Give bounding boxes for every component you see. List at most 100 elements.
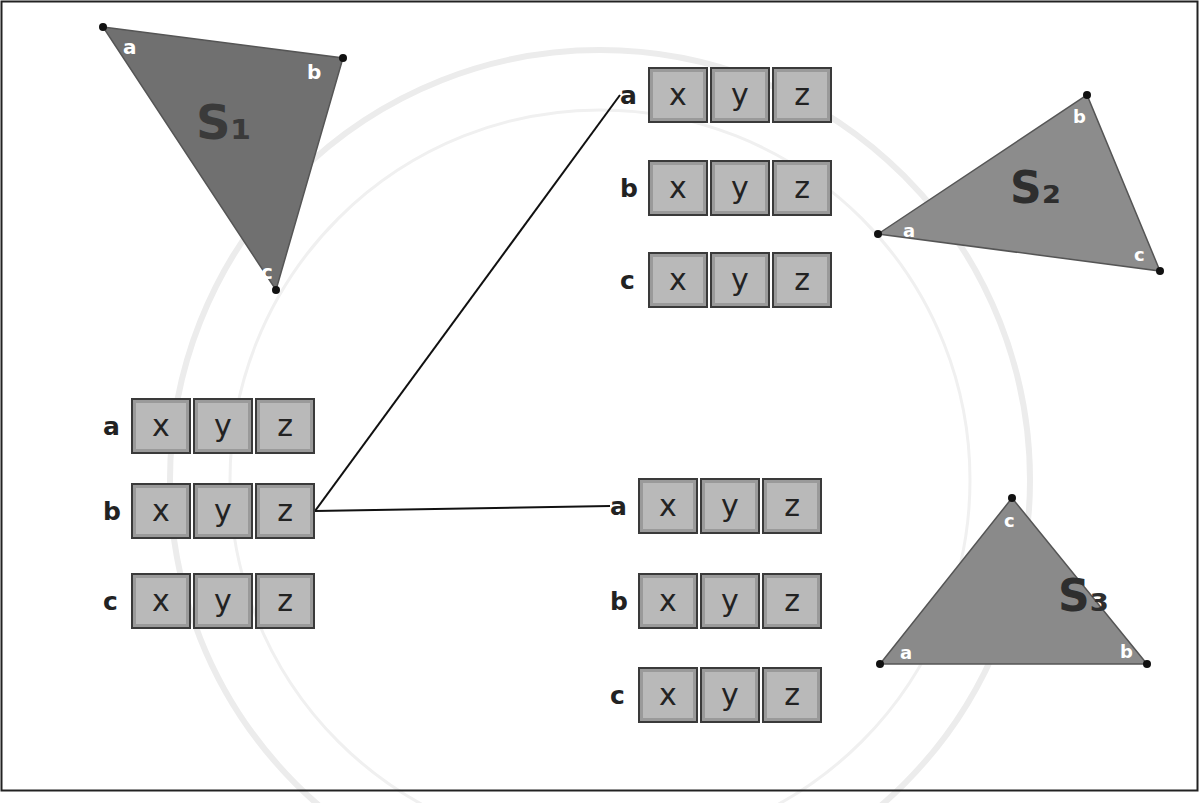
vertex-label: b xyxy=(1120,643,1133,661)
coordinate-cell: x xyxy=(648,67,708,123)
coordinate-letter: x xyxy=(669,80,687,110)
coordinate-letter: x xyxy=(659,491,677,521)
vertex-label: a xyxy=(123,37,137,57)
coordinate-letter: z xyxy=(277,586,293,616)
coordinate-letter: z xyxy=(277,496,293,526)
coordinate-letter: y xyxy=(214,496,232,526)
coordinate-letter: y xyxy=(721,586,739,616)
coordinate-cell: z xyxy=(255,398,315,454)
row-label: b xyxy=(610,589,628,614)
coordinate-letter: z xyxy=(277,411,293,441)
triangle-shape: S₂ a b c xyxy=(868,86,1168,282)
vertex-label: c xyxy=(261,262,273,282)
vertex-dot xyxy=(1156,267,1164,275)
coordinate-letter: z xyxy=(794,173,810,203)
vertex-label: a xyxy=(903,222,915,240)
coordinate-cell: y xyxy=(193,398,253,454)
coordinate-letter: y xyxy=(731,80,749,110)
vertex-label: c xyxy=(1134,246,1145,264)
coordinate-letter: x xyxy=(659,586,677,616)
coordinate-cell: y xyxy=(700,478,760,534)
coordinate-cell: x xyxy=(638,478,698,534)
coordinate-letter: y xyxy=(721,491,739,521)
row-label: a xyxy=(620,83,637,108)
triangle-outline xyxy=(90,18,360,300)
connector-line xyxy=(315,506,610,511)
row-label: c xyxy=(610,683,625,708)
triangle-fill xyxy=(103,27,343,290)
coordinate-cell: x xyxy=(638,573,698,629)
row-label: b xyxy=(620,176,638,201)
vertex-dot xyxy=(1008,494,1016,502)
coordinate-cell: x xyxy=(638,667,698,723)
coordinate-letter: y xyxy=(214,586,232,616)
vertex-array-row: cxyz xyxy=(610,667,822,723)
triangle-fill xyxy=(880,498,1147,664)
vertex-dot xyxy=(876,660,884,668)
coordinate-cell: z xyxy=(255,483,315,539)
row-label: c xyxy=(620,268,635,293)
coordinate-letter: y xyxy=(731,265,749,295)
coordinate-cell: z xyxy=(255,573,315,629)
coordinate-cell: x xyxy=(648,252,708,308)
coordinate-cell: y xyxy=(700,667,760,723)
vertex-dot xyxy=(1083,91,1091,99)
coordinate-cell: z xyxy=(762,573,822,629)
connector-line xyxy=(315,95,620,511)
triangle-shape: S₃ a b c xyxy=(870,490,1155,672)
vertex-array-row: cxy z xyxy=(103,573,315,629)
triangle-fill xyxy=(878,95,1160,271)
coordinate-cell: y xyxy=(710,160,770,216)
vertex-array-row: axyz xyxy=(610,478,822,534)
vertex-array-row: bxyz xyxy=(610,573,822,629)
coordinate-letter: x xyxy=(152,496,170,526)
vertex-label: b xyxy=(307,62,321,82)
coordinate-letter: y xyxy=(721,680,739,710)
coordinate-cell: x xyxy=(648,160,708,216)
coordinate-letter: z xyxy=(784,680,800,710)
vertex-dot xyxy=(874,230,882,238)
triangle-shape: S₁abc xyxy=(90,18,360,300)
coordinate-letter: x xyxy=(152,411,170,441)
row-label: b xyxy=(103,499,121,524)
coordinate-cell: z xyxy=(772,67,832,123)
coordinate-cell: z xyxy=(772,252,832,308)
coordinate-letter: x xyxy=(669,173,687,203)
frame xyxy=(2,2,1198,791)
coordinate-cell: y xyxy=(710,67,770,123)
coordinate-letter: z xyxy=(794,80,810,110)
shape-name: S₂ xyxy=(1010,166,1061,210)
vertex-array-row: bxyz xyxy=(620,160,832,216)
vertex-array-row: c x yz xyxy=(620,252,832,308)
watermark-ring xyxy=(230,110,970,803)
vertex-label: a xyxy=(900,644,912,662)
row-label: a xyxy=(610,494,627,519)
vertex-label: c xyxy=(1004,512,1015,530)
coordinate-letter: x xyxy=(659,680,677,710)
row-label: a xyxy=(103,414,120,439)
vertex-dot xyxy=(272,286,280,294)
coordinate-cell: y xyxy=(193,483,253,539)
coordinate-cell: y xyxy=(710,252,770,308)
row-label: c xyxy=(103,589,118,614)
coordinate-cell: z xyxy=(772,160,832,216)
coordinate-cell: z xyxy=(762,478,822,534)
coordinate-cell: x xyxy=(131,483,191,539)
coordinate-letter: x xyxy=(669,265,687,295)
coordinate-cell: x xyxy=(131,573,191,629)
vertex-dot xyxy=(339,54,347,62)
vertex-array-row: axyz xyxy=(620,67,832,123)
vertex-dot xyxy=(1143,660,1151,668)
coordinate-cell: y xyxy=(193,573,253,629)
coordinate-letter: z xyxy=(784,491,800,521)
coordinate-letter: y xyxy=(214,411,232,441)
coordinate-cell: x xyxy=(131,398,191,454)
coordinate-cell: z xyxy=(762,667,822,723)
vertex-array-row: axyz xyxy=(103,398,315,454)
shape-name: S₃ xyxy=(1058,574,1109,618)
coordinate-letter: y xyxy=(731,173,749,203)
coordinate-letter: z xyxy=(784,586,800,616)
vertex-dot xyxy=(99,23,107,31)
vertex-label: b xyxy=(1073,108,1086,126)
